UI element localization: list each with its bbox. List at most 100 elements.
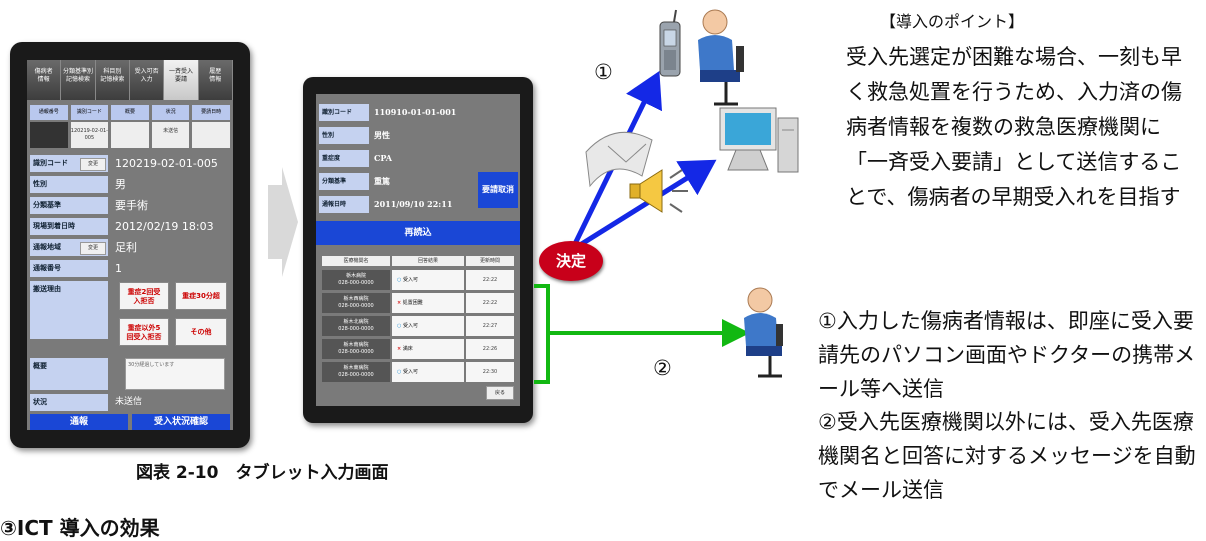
desktop-computer-icon [719, 107, 799, 173]
points-title: 【導入のポイント】 [880, 12, 1025, 31]
field-label: 分類基準 [319, 173, 369, 190]
tablet-request-screen: 識別コード 110910-01-01-001 性別 男性 重症度 CPA 分類基… [303, 77, 533, 423]
field-label: 搬送理由 [30, 281, 108, 339]
answer-text: 受入可 [402, 369, 418, 375]
list-header: 通報番号 識別コード 概要 状況 要請日時 [30, 105, 230, 120]
summary-textarea[interactable]: 30分経過しています [125, 358, 225, 390]
field-category: 分類基準 要手術 [30, 197, 230, 214]
field-label: 重症度 [319, 150, 369, 167]
ok-mark-icon: ○ [397, 369, 402, 375]
row-cell [111, 122, 149, 148]
field-label: 通報日時 [319, 196, 369, 213]
note-text: 入力した傷病者情報は、即座に受入要請先のパソコン画面やドクターの携帯メール等へ送… [818, 309, 1196, 401]
field-transport-reason: 搬送理由 [30, 281, 230, 339]
reload-button[interactable]: 再読込 [316, 221, 520, 245]
reason-button[interactable]: 重症2回受 入拒否 [119, 282, 169, 310]
update-time: 22:26 [466, 339, 514, 359]
tab-department-search[interactable]: 科目別 記憶検索 [95, 60, 130, 100]
column-header: 要請日時 [192, 105, 230, 120]
note-number: ② [818, 410, 837, 434]
hospital-name: 栃木西病院 028-000-0000 [322, 293, 390, 313]
field-sex: 性別 男性 [319, 127, 517, 144]
marker-2: ② [653, 356, 672, 380]
note-2: ②受入先医療機関以外には、受入先医療機関名と回答に対するメッセージを自動でメール… [818, 405, 1198, 507]
field-label: 状況 [30, 394, 108, 411]
answer-cell: × 満床 [392, 339, 464, 359]
field-value: 重篤 [374, 176, 390, 186]
list-row[interactable]: 120219-02-01-005 未送信 [30, 122, 230, 148]
column-header: 医療機関名 [322, 256, 390, 266]
marker-1: ① [594, 60, 613, 84]
field-value: 男 [115, 178, 126, 191]
field-value: 120219-02-01-005 [115, 157, 218, 170]
cancel-request-button[interactable]: 要請取消 [478, 172, 518, 208]
tab-category-search[interactable]: 分類基準別 記憶検索 [61, 60, 96, 100]
update-time: 22:30 [466, 362, 514, 382]
answer-text: 処置困難 [402, 300, 423, 306]
answer-cell: × 処置困難 [392, 293, 464, 313]
field-value: 要手術 [115, 199, 148, 212]
field-id-code: 識別コード 変更 120219-02-01-005 [30, 155, 230, 172]
notify-bracket [534, 284, 550, 384]
field-value: 男性 [374, 130, 390, 140]
field-value: 2011/09/10 22:11 [374, 199, 453, 209]
tab-bar: 傷病者 情報 分類基準別 記憶検索 科目別 記憶検索 受入可否 入力 一斉受入 … [27, 60, 233, 100]
table-row[interactable]: 栃木病院 028-000-0000 ○ 受入可 22:22 [322, 270, 514, 290]
reason-button[interactable]: その他 [175, 318, 227, 346]
field-id-code: 識別コード 110910-01-01-001 [319, 104, 517, 121]
table-row[interactable]: 栃木西病院 028-000-0000 × 処置困難 22:22 [322, 293, 514, 313]
update-time: 22:22 [466, 293, 514, 313]
column-header: 識別コード [70, 105, 109, 120]
tablet-screen: 識別コード 110910-01-01-001 性別 男性 重症度 CPA 分類基… [316, 94, 520, 406]
staff-on-phone-icon [744, 287, 783, 378]
update-time: 22:27 [466, 316, 514, 336]
table-row[interactable]: 栃木南病院 028-000-0000 × 満床 22:26 [322, 339, 514, 359]
speaker-icon [629, 169, 688, 213]
send-to-pc-arrow [570, 159, 717, 253]
field-value: 2012/02/19 18:03 [115, 220, 214, 233]
answer-cell: ○ 受入可 [392, 270, 464, 290]
ng-mark-icon: × [397, 346, 402, 352]
change-button[interactable]: 変更 [80, 242, 106, 255]
tab-acceptance-input[interactable]: 受入可否 入力 [129, 60, 165, 100]
field-category: 分類基準 重篤 [319, 173, 517, 190]
tab-patient-info[interactable]: 傷病者 情報 [27, 60, 62, 100]
field-value: 1 [115, 262, 122, 275]
ok-mark-icon: ○ [397, 277, 402, 283]
field-label: 性別 [319, 127, 369, 144]
row-code: 120219-02-01-005 [70, 122, 109, 148]
hospital-name: 栃木北病院 028-000-0000 [322, 316, 390, 336]
hospital-name: 栃木南病院 028-000-0000 [322, 339, 390, 359]
field-label: 通報番号 [30, 260, 108, 277]
column-header: 通報番号 [30, 105, 68, 120]
field-value: 足利 [115, 241, 137, 254]
field-report-time: 通報日時 2011/09/10 22:11 [319, 196, 517, 213]
change-button[interactable]: 変更 [80, 158, 106, 171]
answer-cell: ○ 受入可 [392, 362, 464, 382]
note-number: ① [818, 309, 837, 333]
field-value: CPA [374, 153, 393, 163]
tablet-screen: 傷病者 情報 分類基準別 記憶検索 科目別 記憶検索 受入可否 入力 一斉受入 … [27, 60, 233, 430]
field-label: 識別コード [319, 104, 369, 121]
hospital-name: 栃木病院 028-000-0000 [322, 270, 390, 290]
table-row[interactable]: 栃木東病院 028-000-0000 ○ 受入可 22:30 [322, 362, 514, 382]
reason-button[interactable]: 重症30分超 [175, 282, 227, 310]
transmission-diagram [534, 9, 799, 384]
mail-envelope-icon [585, 131, 653, 188]
tab-bulk-request[interactable]: 一斉受入 要請 [164, 60, 199, 100]
back-button[interactable]: 戻る [486, 386, 514, 400]
row-cell [30, 122, 68, 148]
table-row[interactable]: 栃木北病院 028-000-0000 ○ 受入可 22:27 [322, 316, 514, 336]
doctor-on-phone-icon [698, 9, 744, 106]
column-header: 更新時間 [466, 256, 514, 266]
acceptance-status-button[interactable]: 受入状況確認 [132, 414, 230, 430]
decide-button[interactable]: 決定 [539, 241, 603, 281]
report-button[interactable]: 通報 [30, 414, 128, 430]
answer-cell: ○ 受入可 [392, 316, 464, 336]
field-status: 状況 未送信 [30, 394, 230, 411]
update-time: 22:22 [466, 270, 514, 290]
field-report-no: 通報番号 1 [30, 260, 230, 277]
field-summary: 概要 [30, 358, 230, 390]
reason-button[interactable]: 重症以外5 回受入拒否 [119, 318, 169, 346]
tab-history[interactable]: 履歴 情報 [198, 60, 233, 100]
